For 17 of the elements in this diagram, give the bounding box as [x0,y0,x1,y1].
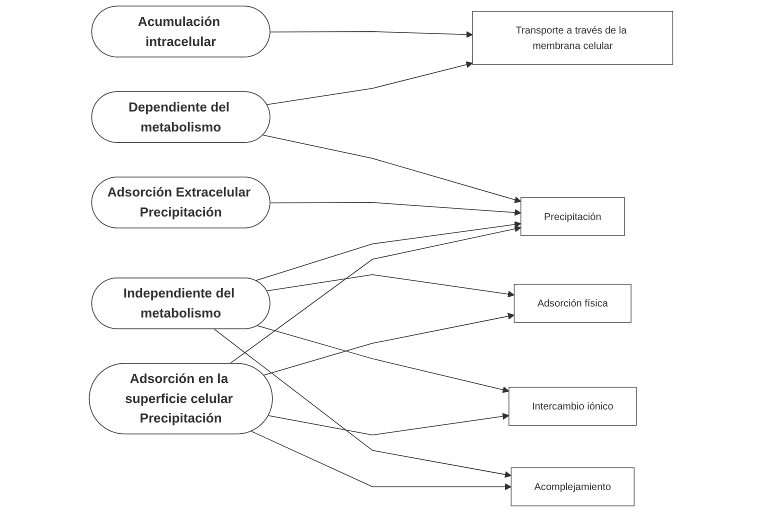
arrow [257,325,510,394]
node-box: Adsorción física [514,284,632,323]
arrow [262,134,522,204]
arrow [229,226,522,364]
arrow [270,202,522,216]
arrow [255,221,522,282]
arrow [268,412,510,436]
arrow [266,274,515,298]
node-box: Acomplejamiento [510,467,635,506]
arrow [266,61,473,105]
node-box: Precipitación [520,197,625,236]
arrow [214,328,512,478]
arrow [263,312,515,376]
arrow [270,31,473,38]
node-box: Transporte a través de la membrana celular [472,10,674,65]
arrow [251,430,512,490]
node-box: Intercambio iónico [508,386,637,426]
